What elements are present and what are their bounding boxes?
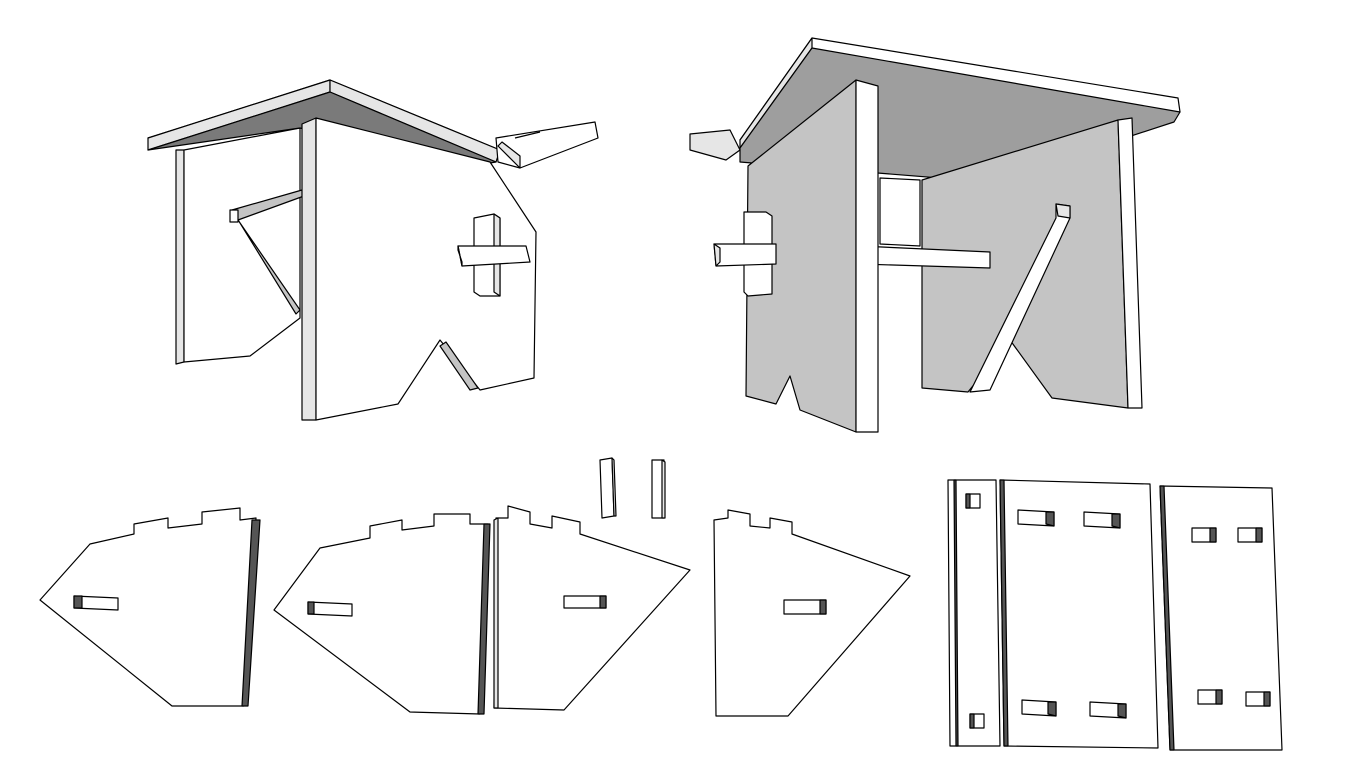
slot-shadow: [1209, 527, 1217, 543]
slot-shadow: [1215, 689, 1223, 705]
rear-left-panel-face: [183, 127, 301, 363]
peg-horizontal-side: [713, 243, 721, 267]
rear-left-panel: [175, 149, 185, 365]
panel-thickness-edge: [241, 519, 261, 707]
slot-shadow: [307, 601, 315, 615]
seat-top-wing: [495, 121, 599, 169]
top-board-narrow: [947, 479, 1001, 747]
front-panel-edge: [855, 79, 879, 433]
slot-shadow: [1263, 691, 1271, 707]
assembled-stool-view-back: [689, 37, 1181, 433]
peg-2: [651, 459, 666, 519]
peg-horizontal-side: [457, 245, 463, 267]
front-panel-edge: [301, 117, 317, 421]
slot-shadow: [969, 713, 975, 729]
panel-thickness-edge: [493, 517, 499, 709]
side-panel-1: [39, 507, 261, 707]
side-panel-3: [493, 505, 691, 711]
wing-slot-mark: [514, 131, 541, 139]
slot-shadow: [1045, 511, 1055, 527]
slot-shadow: [1255, 527, 1263, 543]
rear-right-panel-edge: [1117, 117, 1143, 409]
top-board-wide: [999, 479, 1159, 749]
peg-1: [599, 457, 617, 519]
crossbar-block: [879, 177, 921, 247]
top-board-right: [1159, 485, 1283, 751]
cut-parts-layout: [39, 457, 1283, 751]
side-panel-2: [273, 513, 491, 715]
slot-shadow: [819, 599, 827, 615]
peg-horizontal: [713, 243, 777, 267]
assembled-stool-view-front: [147, 79, 599, 421]
diagonal-brace-end: [1055, 203, 1071, 219]
seat-top-wing: [689, 129, 741, 161]
front-panel: [315, 117, 537, 421]
slot-shadow: [1117, 703, 1127, 719]
slot-shadow: [1111, 513, 1121, 529]
panel-thickness-edge: [477, 523, 491, 715]
peg-horizontal: [457, 245, 531, 267]
slot-shadow: [965, 493, 971, 509]
seat-top-wing-edge: [497, 141, 521, 169]
side-panel-4: [713, 509, 911, 717]
lower-brace: [439, 341, 479, 391]
slot-shadow: [73, 595, 83, 609]
slot-shadow: [599, 595, 607, 609]
diagonal-brace-end: [229, 209, 239, 223]
slot-shadow: [1047, 701, 1057, 717]
